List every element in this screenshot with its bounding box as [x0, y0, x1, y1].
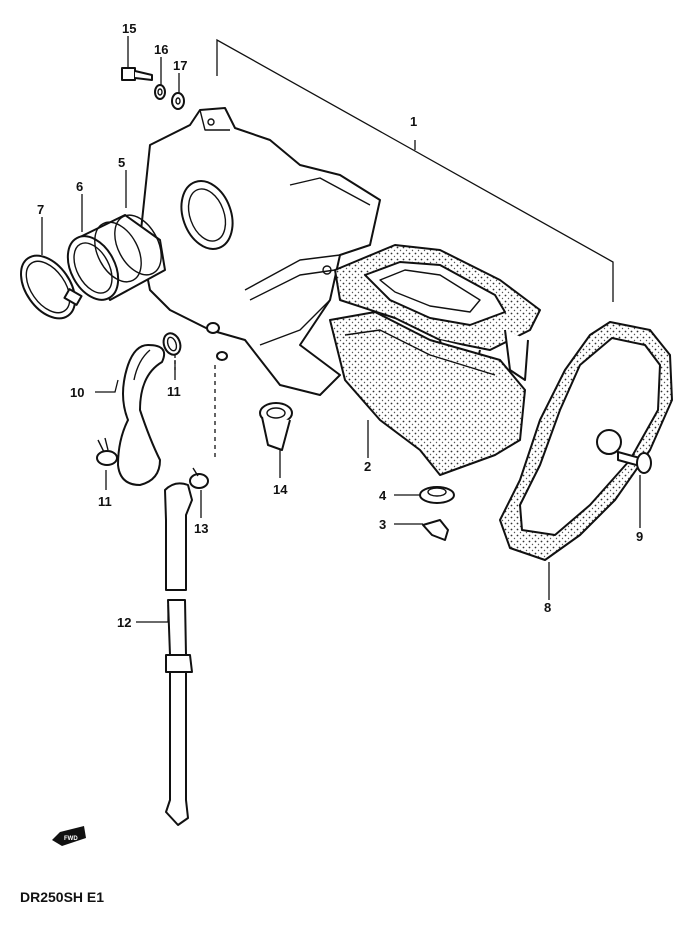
callout-13: 13 [194, 521, 208, 536]
model-code: DR250SH E1 [20, 889, 104, 905]
callout-6: 6 [76, 179, 83, 194]
callout-3: 3 [379, 517, 386, 532]
callout-14: 14 [273, 482, 288, 497]
air-cleaner-case [139, 107, 381, 396]
bolt [121, 67, 153, 81]
clip [422, 519, 449, 541]
callout-17: 17 [173, 58, 187, 73]
front-arrow-label: FWD [64, 836, 78, 842]
callout-8: 8 [544, 600, 551, 615]
front-arrow-icon: FWD [52, 826, 86, 846]
callout-10: 10 [70, 385, 84, 400]
air-cleaner-element [329, 311, 526, 476]
callout-11-upper: 11 [167, 384, 181, 399]
callout-7: 7 [37, 202, 44, 217]
hose-clip-upper [162, 332, 182, 356]
leader-lines [41, 36, 641, 623]
seal-ring [419, 486, 455, 504]
hose-clamp-large [20, 254, 83, 320]
washer-16 [154, 84, 166, 100]
callout-5: 5 [118, 155, 125, 170]
alignment-guides [174, 355, 216, 460]
drain-hose [164, 482, 193, 826]
callout-4: 4 [379, 488, 387, 503]
hose-clip-lower [96, 437, 118, 466]
callout-2: 2 [364, 459, 371, 474]
callout-11-lower: 11 [98, 494, 112, 509]
breather-hose [117, 344, 166, 486]
callout-15: 15 [122, 21, 136, 36]
washer-17 [171, 92, 185, 110]
cover-screw [617, 451, 652, 474]
callout-12: 12 [117, 615, 131, 630]
callout-16: 16 [154, 42, 168, 57]
drain-cap [259, 402, 293, 451]
air-cleaner-cover [499, 321, 673, 561]
intake-connector-pipe [66, 214, 166, 301]
assembly-bracket [216, 38, 614, 302]
hose-clip-drain [189, 467, 209, 489]
callout-1: 1 [410, 114, 417, 129]
callout-9: 9 [636, 529, 643, 544]
